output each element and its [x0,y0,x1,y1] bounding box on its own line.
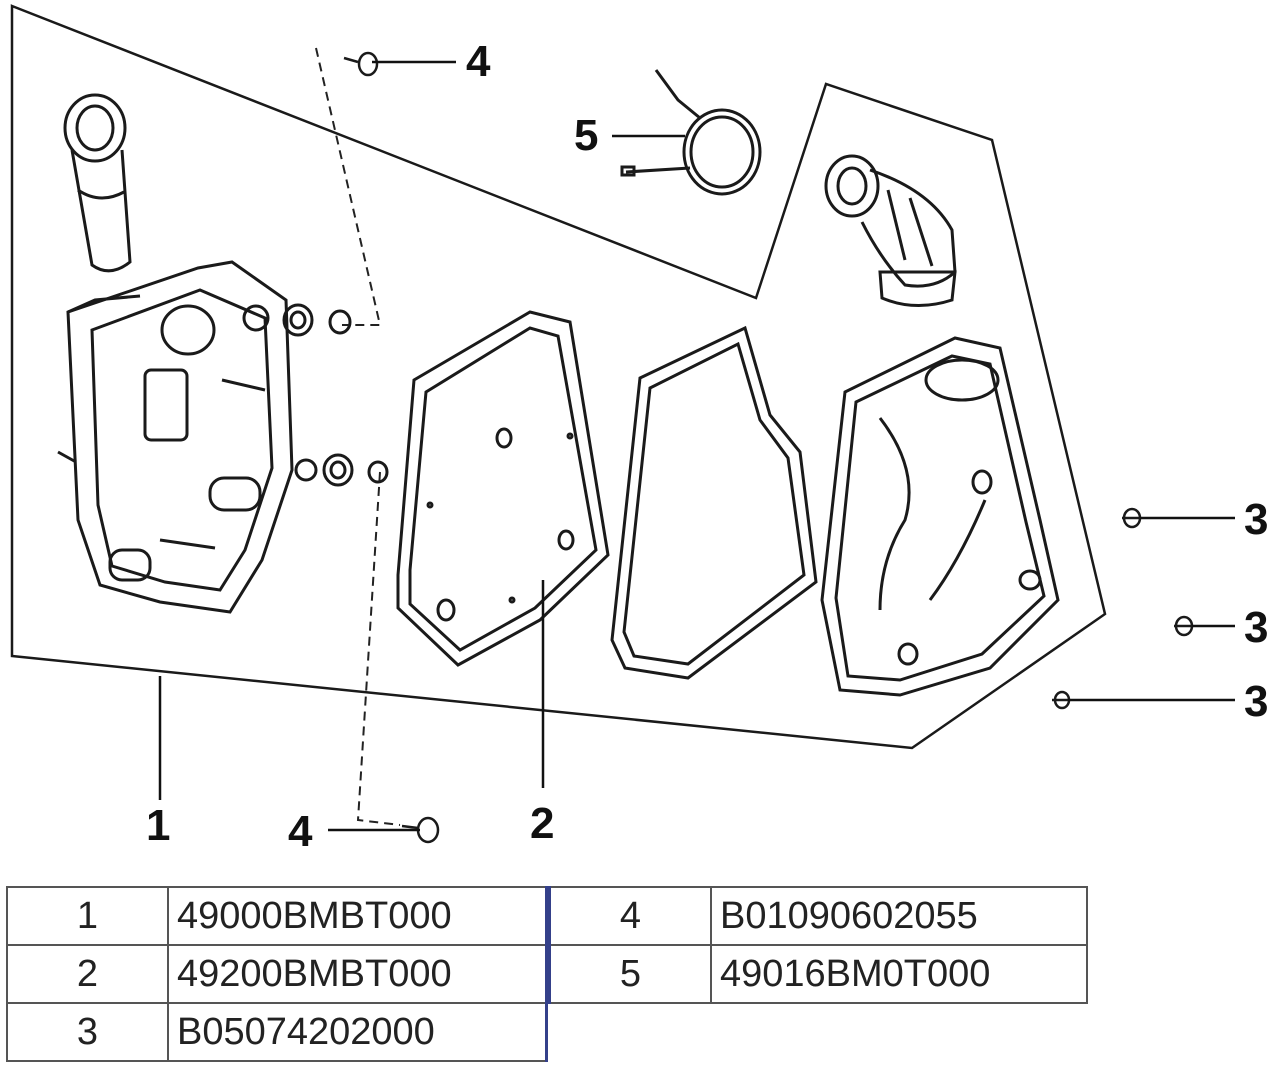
table-row: 5 49016BM0T000 [548,944,1088,1004]
callout-part-2: 2 [530,799,554,848]
part-number-cell: 4 [548,886,712,946]
callout-part-3: 3 [1244,677,1268,726]
intake-duct [63,93,132,273]
air-cleaner-cover [820,336,1060,697]
part-code-cell: 49000BMBT000 [167,886,548,946]
part-number-cell: 3 [6,1002,169,1062]
screw-icon [1122,507,1142,529]
part-code-cell: B01090602055 [710,886,1088,946]
part-number-cell: 1 [6,886,169,946]
parts-table-right: 4 B01090602055 5 49016BM0T000 [548,886,1088,1004]
table-row: 1 49000BMBT000 [6,886,548,946]
table-row: 4 B01090602055 [548,886,1088,946]
leader-lines [158,60,1235,832]
air-cleaner-case [57,260,318,614]
callout-part-3: 3 [1244,495,1268,544]
callout-part-3: 3 [1244,603,1268,652]
table-row: 3 B05074202000 [6,1002,548,1062]
grommets [282,303,389,487]
callout-part-4: 4 [466,37,491,86]
screw-icon [1174,615,1194,637]
callout-part-5: 5 [574,111,598,160]
screw-guide-lines [315,47,401,826]
screw-icon [1052,690,1071,710]
part-code-cell: 49016BM0T000 [710,944,1088,1004]
assembly-outline [10,4,1107,750]
part-number-cell: 2 [6,944,169,1004]
table-row: 2 49200BMBT000 [6,944,548,1004]
wire-clamp [620,69,762,196]
callout-part-1: 1 [146,801,170,850]
parts-table-left: 1 49000BMBT000 2 49200BMBT000 3 B0507420… [6,886,548,1062]
part-code-cell: B05074202000 [167,1002,548,1062]
screw-icon [343,51,379,77]
part-code-cell: 49200BMBT000 [167,944,548,1004]
part-number-cell: 5 [548,944,712,1004]
air-filter-element [396,310,610,667]
intake-elbow [824,154,957,308]
gasket [610,325,818,680]
callout-part-4: 4 [288,807,313,856]
